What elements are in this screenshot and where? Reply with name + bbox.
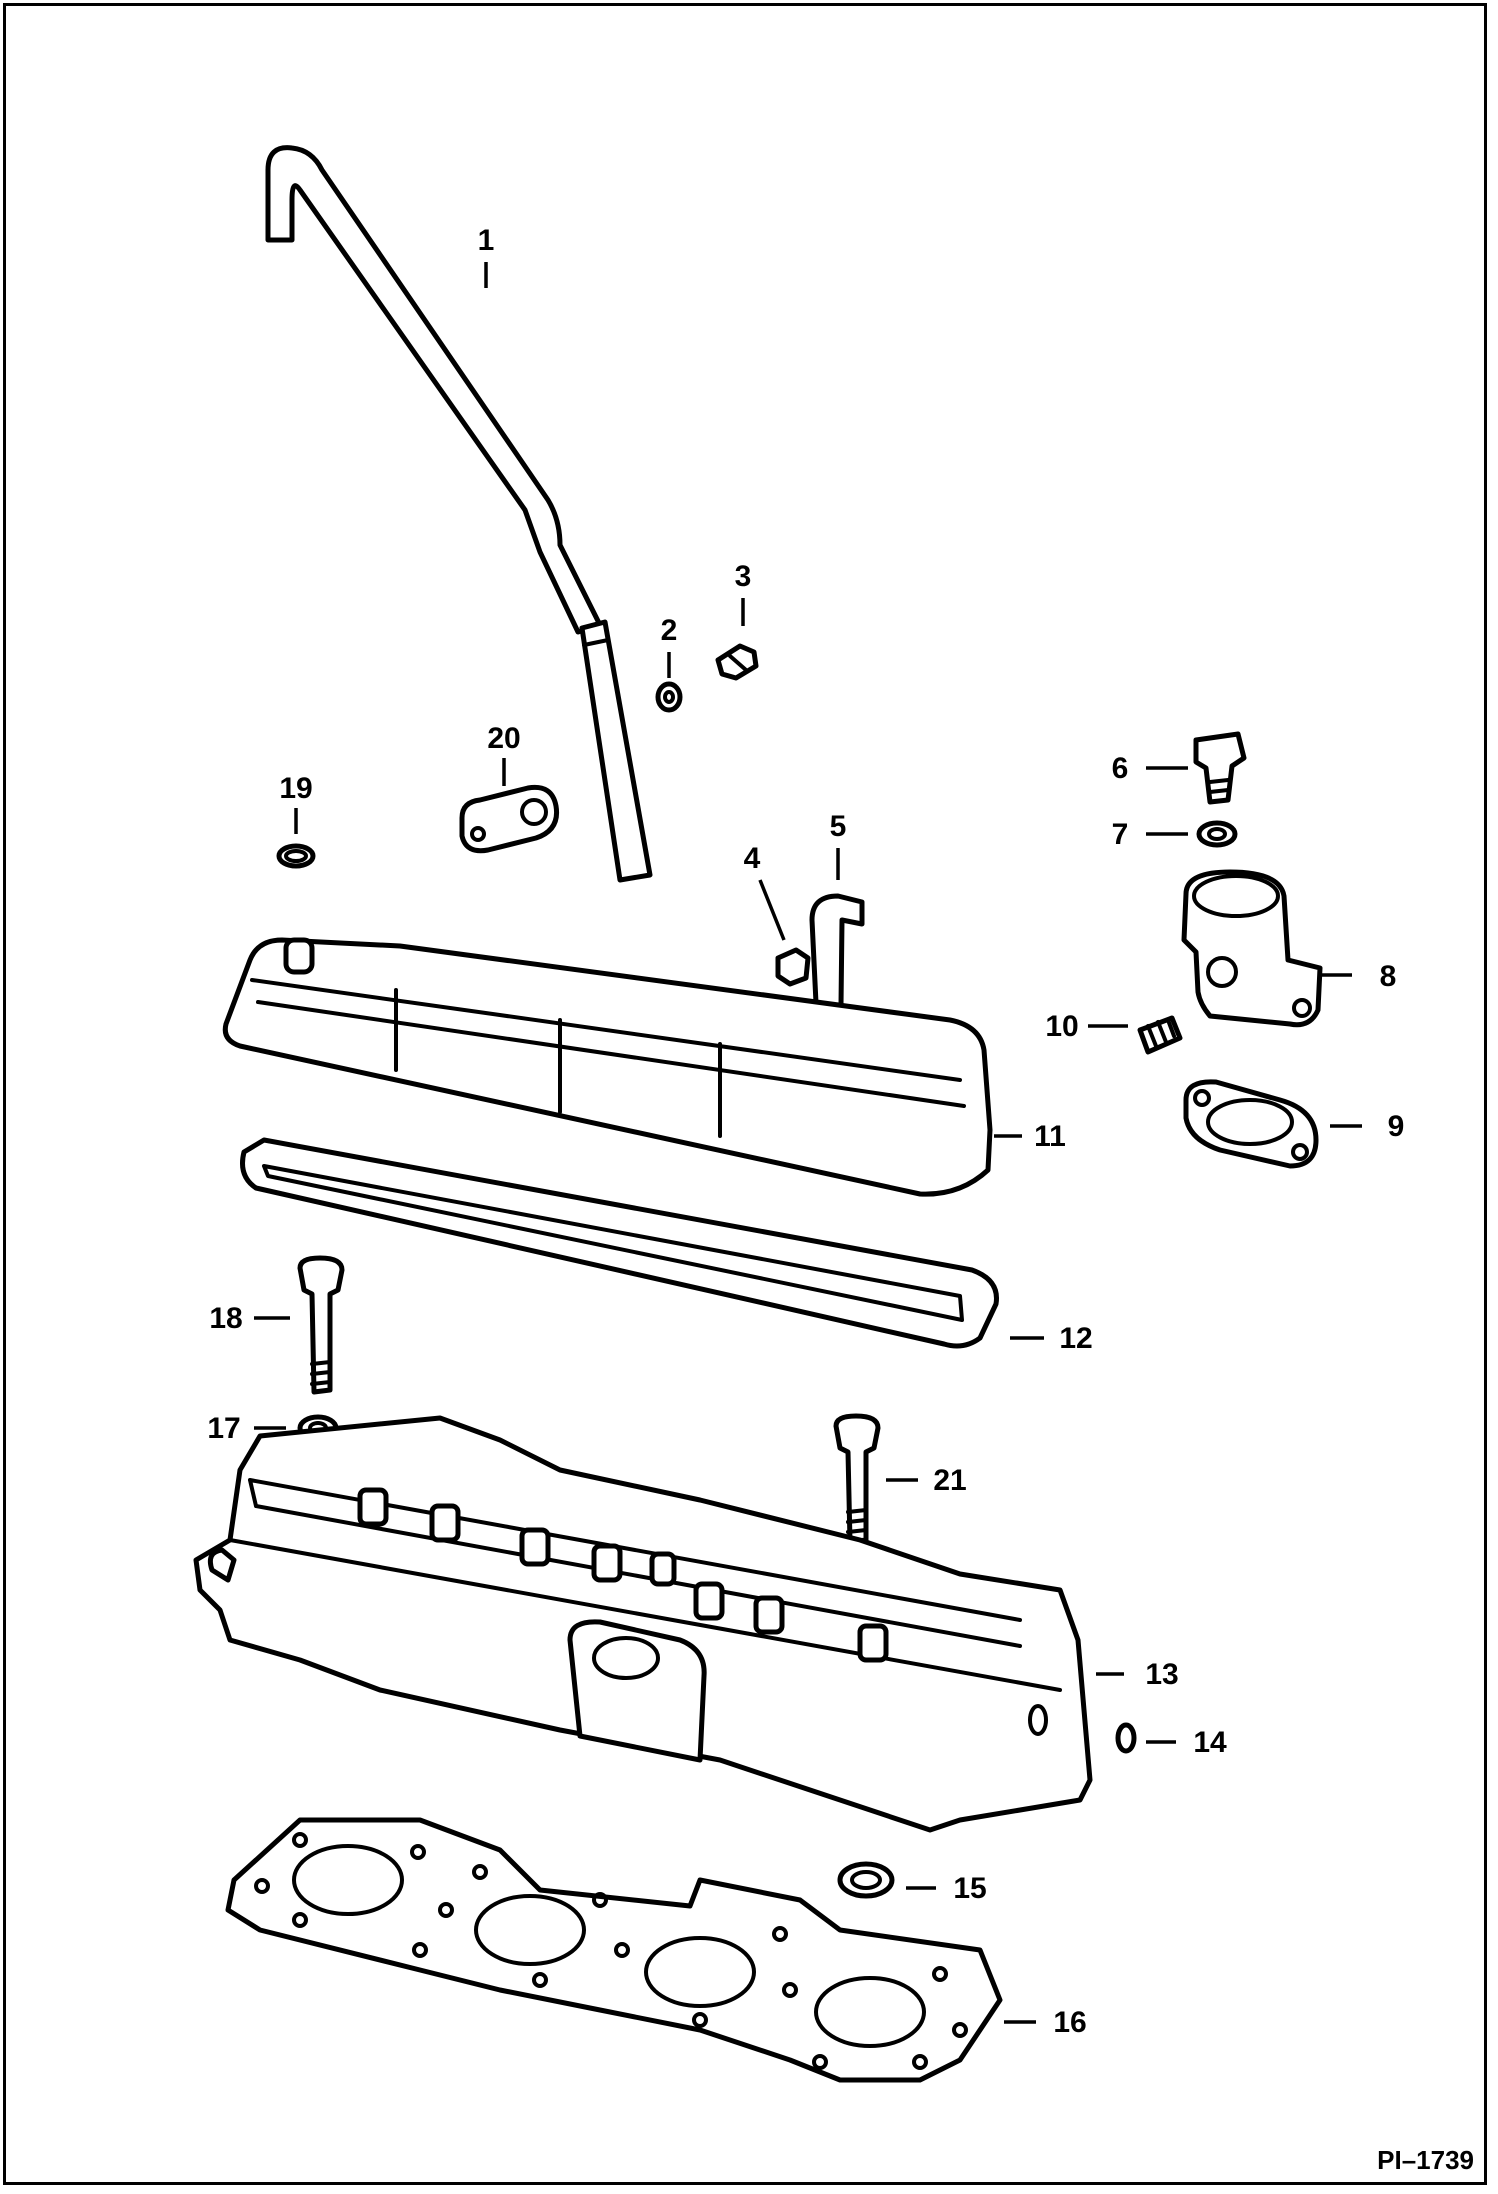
callout-15: 15 [953,1872,986,1905]
callout-2: 2 [661,614,678,647]
part-washer-7 [1196,820,1238,848]
figure-id-label: PI–1739 [1377,2145,1474,2175]
callout-10: 10 [1045,1010,1078,1043]
callout-21: 21 [933,1464,966,1497]
part-seal-15 [837,1861,895,1899]
callout-7: 7 [1112,818,1129,851]
part-fitting-10 [1137,1015,1183,1055]
callout-19: 19 [279,772,312,805]
diagram-frame [3,3,1487,2185]
part-cylinder-head-13 [193,1415,1093,1833]
part-bolt-6 [1193,731,1247,805]
part-gasket-9 [1183,1079,1319,1169]
part-head-bolt-21 [833,1413,881,1545]
callout-3: 3 [735,560,752,593]
gasket-holes [254,1832,968,2070]
callout-14: 14 [1193,1726,1227,1759]
callout-20: 20 [487,722,520,755]
part-head-gasket-16 [225,1817,1003,2083]
callout-16: 16 [1053,2006,1086,2039]
callout-6: 6 [1112,752,1129,785]
callout-11: 11 [1034,1120,1066,1153]
callout-17: 17 [207,1412,240,1445]
callout-12: 12 [1059,1322,1092,1355]
part-valve-cover-11 [222,937,993,1197]
callout-13: 13 [1145,1658,1178,1691]
callout-1: 1 [478,224,495,257]
part-head-bolt-18 [297,1255,345,1395]
callout-4: 4 [744,842,761,875]
leader-lines [254,262,1362,2024]
part-washer-2 [655,681,683,713]
callout-8: 8 [1380,960,1397,993]
part-bolt-4 [775,947,811,987]
callout-5: 5 [830,810,847,843]
part-thermostat-housing-8 [1181,869,1323,1028]
part-o-ring-14 [1115,1722,1137,1754]
callout-labels: 1 2 3 4 5 6 7 8 9 10 11 12 13 14 15 16 1… [207,224,1404,2039]
callout-18: 18 [209,1302,242,1335]
part-clamp-20 [459,784,560,854]
part-o-ring-19 [276,843,316,869]
callout-9: 9 [1388,1110,1405,1143]
part-breather-hose [265,145,653,883]
part-plug-3 [715,643,759,681]
part-valve-cover-gasket-12 [240,1137,999,1349]
rocker-posts [357,1487,889,1663]
